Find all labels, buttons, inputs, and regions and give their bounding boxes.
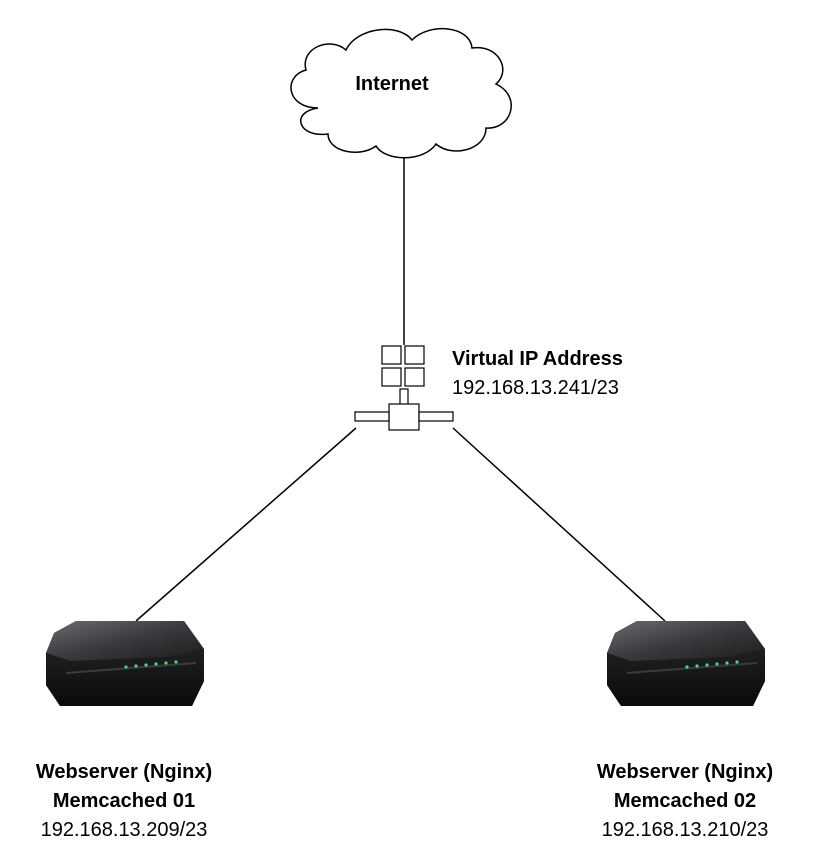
server2-ip-address: 192.168.13.210/23: [601, 819, 769, 841]
server1-link: [135, 427, 357, 622]
server1-ip-address: 192.168.13.209/23: [40, 819, 208, 841]
virtual-ip-address: 192.168.13.241/23: [452, 377, 619, 399]
server2-device-icon: [607, 621, 765, 706]
virtual-ip-title: Virtual IP Address: [452, 348, 623, 370]
server1-name-label: Memcached 01: [52, 790, 196, 812]
internet-label: Internet: [355, 73, 429, 95]
internet-cloud: [290, 27, 512, 159]
server2-role-label: Webserver (Nginx): [596, 761, 774, 783]
server2-link: [452, 427, 666, 622]
virtual-ip-switch-icon: [354, 345, 454, 431]
server1-device-icon: [46, 621, 204, 706]
server2-name-label: Memcached 02: [613, 790, 757, 812]
server1-role-label: Webserver (Nginx): [35, 761, 213, 783]
